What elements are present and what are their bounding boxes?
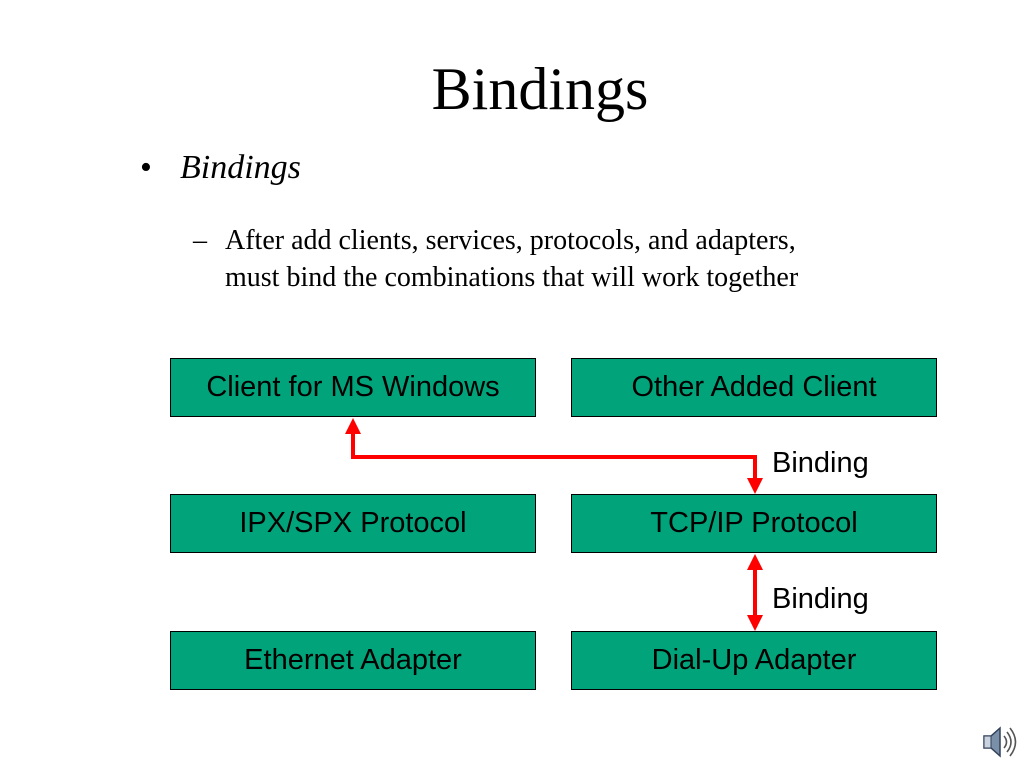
arrowhead-up-client bbox=[345, 418, 361, 434]
sub-bullet-text: After add clients, services, protocols, … bbox=[225, 222, 965, 296]
binding-label: Binding bbox=[772, 583, 869, 615]
bullet-text: Bindings bbox=[180, 149, 301, 186]
dial-up-adapter-box: Dial-Up Adapter bbox=[571, 631, 937, 690]
sub-bullet-line: must bind the combinations that will wor… bbox=[225, 262, 799, 293]
slide-title: Bindings bbox=[431, 56, 649, 122]
speaker-icon[interactable] bbox=[980, 724, 1020, 760]
binding-label: Binding bbox=[772, 447, 869, 479]
arrowhead-down-tcpip bbox=[747, 478, 763, 494]
ipx-spx-protocol-box: IPX/SPX Protocol bbox=[170, 494, 536, 553]
ethernet-adapter-box: Ethernet Adapter bbox=[170, 631, 536, 690]
sub-bullet-marker: – bbox=[193, 225, 207, 256]
arrowhead-up-tcpip bbox=[747, 554, 763, 570]
binding-connector-client-tcpip bbox=[351, 432, 757, 481]
bullet-marker: • bbox=[140, 149, 152, 186]
tcp-ip-protocol-box: TCP/IP Protocol bbox=[571, 494, 937, 553]
arrowhead-down-dialup bbox=[747, 615, 763, 631]
other-added-client-box: Other Added Client bbox=[571, 358, 937, 417]
client-ms-windows-box: Client for MS Windows bbox=[170, 358, 536, 417]
sub-bullet-line: After add clients, services, protocols, … bbox=[225, 225, 796, 256]
